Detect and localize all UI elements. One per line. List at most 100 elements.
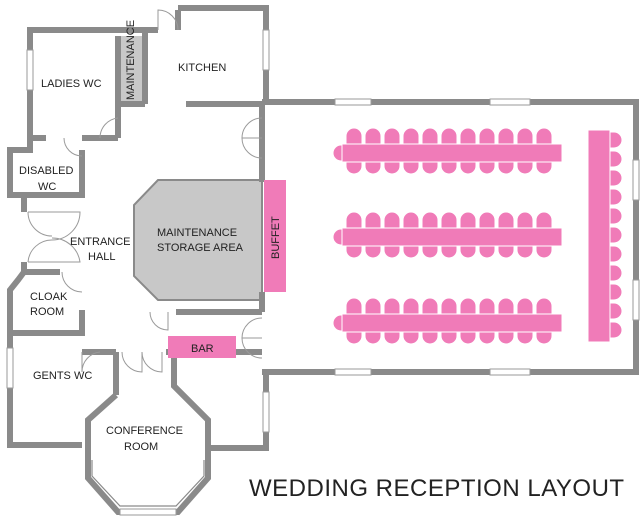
window [26,49,34,91]
chair [459,297,477,315]
entrance-hall-label-2: HALL [88,251,116,263]
chair [497,127,515,145]
chair [497,331,515,345]
head-chair [609,321,623,339]
reception-tables [332,127,623,345]
chair [459,161,477,175]
door-swing [241,117,263,139]
door-swing [241,337,263,359]
chair [440,331,458,345]
chair [459,245,477,259]
chair [516,331,534,345]
disabled-wc-wall [7,100,85,198]
chair [497,161,515,175]
chair [364,297,382,315]
chair [478,127,496,145]
chair [383,297,401,315]
door-swing [27,211,53,237]
gents-wc-label: GENTS WC [33,370,92,382]
chair [478,245,496,259]
head-chair [609,245,623,263]
storage-area-label-1: MAINTENANCE [157,227,237,239]
chair [440,161,458,175]
chair [383,127,401,145]
head-chair [609,283,623,301]
door-swing [241,137,263,159]
chair [459,331,477,345]
head-chair [609,302,623,320]
conference-room-label-2: ROOM [124,441,158,453]
chair [459,127,477,145]
chair [440,245,458,259]
chair [440,127,458,145]
chair [364,245,382,259]
disabled-wc-label-1: DISABLED [19,165,73,177]
chair [516,127,534,145]
chair [421,211,439,229]
chair [345,297,363,315]
conference-room-wall [85,352,211,515]
kitchen-wall [175,5,269,107]
window [334,368,372,376]
chair [364,331,382,345]
chair [402,127,420,145]
head-chair [609,169,623,187]
end-chair [332,314,343,332]
chair [345,211,363,229]
window [334,98,372,106]
chair [497,245,515,259]
door-swing [141,351,163,373]
door-swing [241,317,263,339]
kitchen-label: KITCHEN [178,62,226,74]
storage-area-label-2: STORAGE AREA [157,242,244,254]
door-swing [28,211,81,241]
chair [364,127,382,145]
chair [402,331,420,345]
door-swing [61,271,83,293]
bar-label: BAR [191,343,214,355]
maintenance-room-fill [120,36,142,102]
chair [535,245,553,259]
chair [535,211,553,229]
entrance-hall-label-1: ENTRANCE [70,236,131,248]
chair [421,297,439,315]
chair [535,161,553,175]
door-swing [28,237,81,263]
chair [345,331,363,345]
buffet-table [264,180,286,292]
chair [383,211,401,229]
head-table [587,129,611,343]
banquet-table [341,143,563,163]
chair [497,211,515,229]
chair [516,245,534,259]
window [489,98,531,106]
window [632,279,640,321]
chair [383,245,401,259]
chair [345,127,363,145]
chair [516,161,534,175]
chair [478,297,496,315]
window [262,29,270,71]
door-swing [63,137,83,157]
bar-counter [168,336,236,358]
window [632,159,640,201]
chair [478,331,496,345]
end-chair [332,228,343,246]
chair [402,297,420,315]
head-chair [609,131,623,149]
end-chair [332,144,343,162]
chair [345,161,363,175]
head-chair [609,150,623,168]
buffet-label: BUFFET [270,216,282,259]
chair [440,211,458,229]
banquet-table [341,227,563,247]
head-chair [609,226,623,244]
door-swing [27,239,53,263]
cloak-room-wall [7,270,85,336]
chair [383,331,401,345]
conference-room-inner [91,460,205,507]
chair [421,331,439,345]
ladies-wc-label: LADIES WC [41,78,102,90]
door-swing [121,351,143,373]
